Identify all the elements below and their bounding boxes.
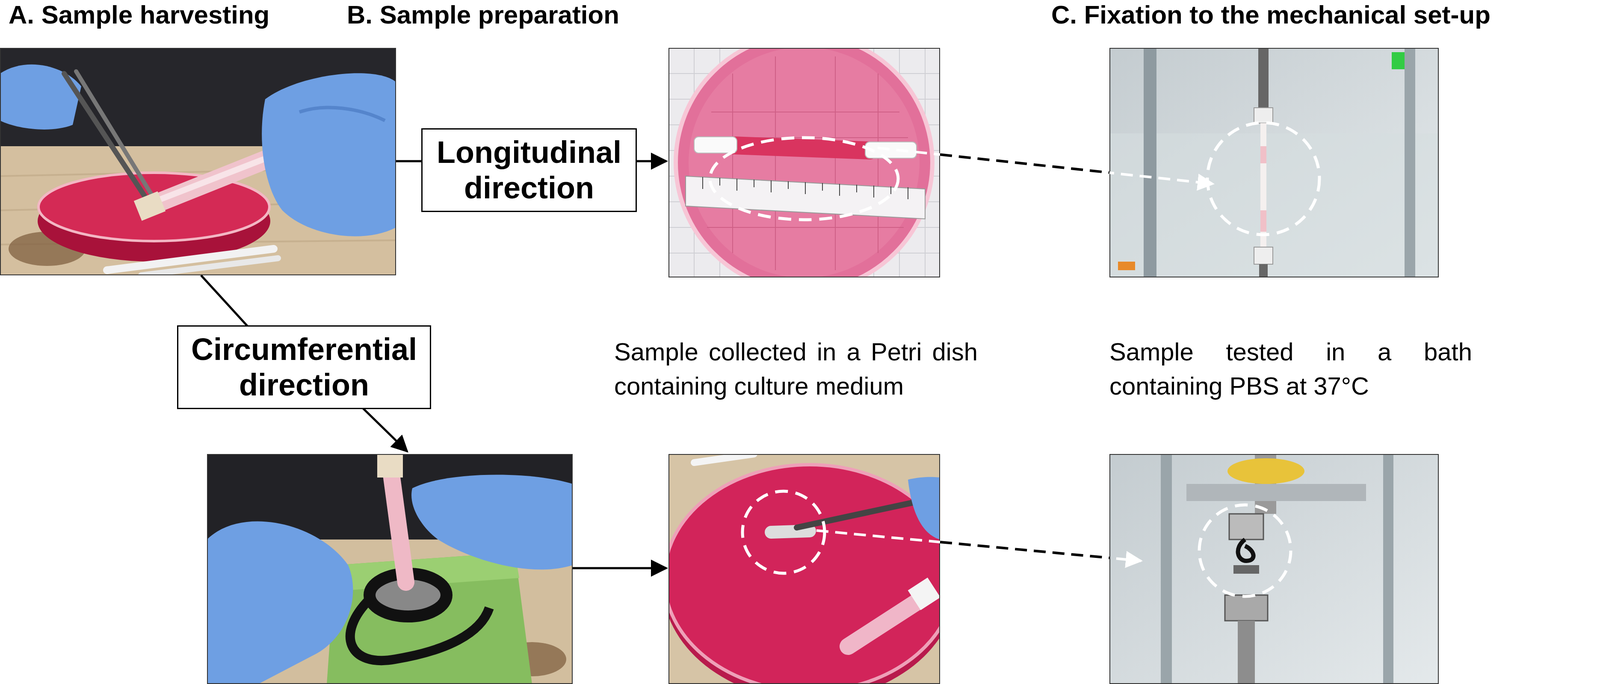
- direction-box: Longitudinal direction: [421, 128, 637, 213]
- photo-bath-circumferential: [1109, 454, 1439, 684]
- dashed-arrow: [940, 542, 1110, 559]
- photo-petri-circumferential: [662, 454, 958, 684]
- photo-harvest-longitudinal: [0, 47, 397, 276]
- direction-text: Longitudinal direction: [428, 134, 630, 206]
- photo-petri-longitudinal: [668, 34, 941, 291]
- step-caption: Sample collected in a Petri dish contain…: [614, 334, 978, 404]
- direction-box: Circumferential direction: [177, 325, 432, 410]
- photo-bath-longitudinal: [1109, 47, 1439, 278]
- dashed-arrow: [940, 154, 1110, 173]
- step-caption: Sample tested in a bath containing PBS a…: [1109, 334, 1473, 404]
- dashed-arrow: [877, 147, 1213, 184]
- column-heading: B. Sample preparation: [346, 0, 620, 30]
- dashed-arrow: [816, 530, 1142, 562]
- leader-arrow: [572, 567, 667, 570]
- direction-text: Circumferential direction: [184, 331, 424, 403]
- photo-harvest-circumferential: [207, 454, 573, 684]
- column-heading: A. Sample harvesting: [8, 0, 270, 30]
- column-heading: C. Fixation to the mechanical set-up: [1051, 0, 1491, 30]
